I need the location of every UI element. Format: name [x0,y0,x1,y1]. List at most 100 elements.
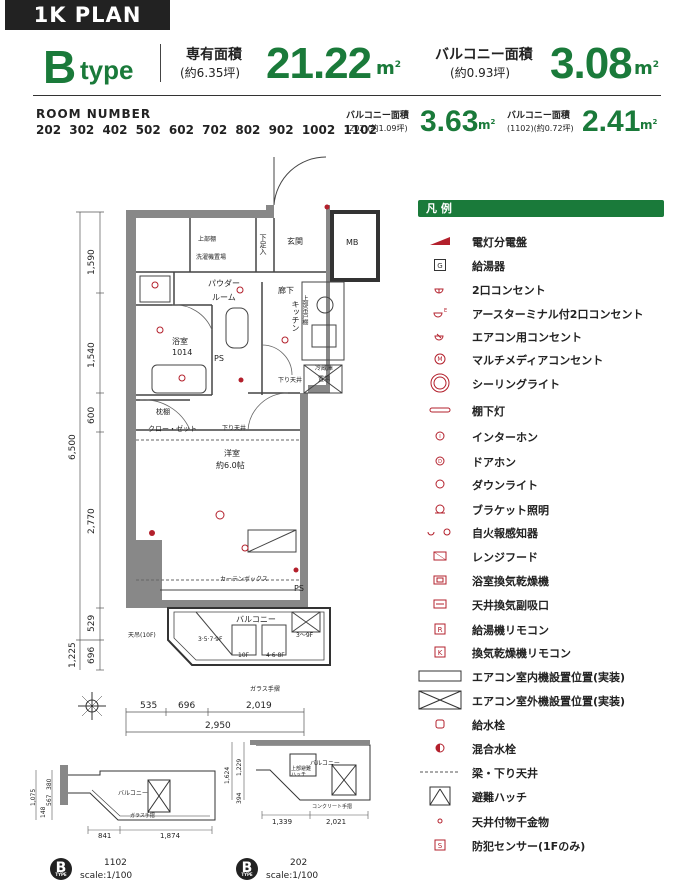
exclusive-area-tsubo: (約6.35坪) [180,66,241,80]
legend-item: エアコン室外機設置位置(実装) [418,690,668,710]
legend-item: ブラケット照明 [418,499,668,519]
svg-text:K: K [438,649,443,657]
label-genkan: 玄関 [287,237,303,246]
label-floors-b: 3～9F [296,632,314,639]
escape-hatch-icon [418,786,462,806]
svg-text:I: I [439,434,440,440]
inset-202-balcony: バルコニー [310,760,340,767]
label-ps: PS [214,354,224,363]
downlight-icon [418,474,462,494]
legend-item-label: エアコン用コンセント [472,331,582,344]
label-washer: 洗濯機置場 [196,254,227,261]
legend-item-label: 電灯分電盤 [472,236,527,249]
balcony-1102-value: 2.41 [582,105,641,138]
legend-item: G 給湯器 [418,255,668,275]
balcony-1102-label: バルコニー面積 [507,111,570,121]
type-word: type [80,55,134,85]
bracket-light-icon [418,499,462,519]
mixer-tap-icon [418,738,462,758]
label-lowered-ceiling: 下り天井 [278,377,303,384]
fire-detector-icon [418,522,462,542]
inset-202-vdim-1624: 1,624 [224,766,231,784]
intercom-icon: I [418,426,462,446]
legend-item-label: 棚下灯 [472,405,505,418]
svg-text:E: E [444,308,447,314]
security-sensor-icon: S [418,835,462,855]
dim-2950: 2,950 [205,721,231,731]
inset-202-vdim-394: 394 [236,792,243,804]
label-balcony: バルコニー [236,615,276,624]
label-lowered-ceiling-2: 下り天井 [222,425,247,432]
dim-1590: 1,590 [87,249,97,275]
legend-item-label: ドアホン [472,456,516,469]
water-heater-remote-icon: R [418,619,462,639]
beam-dashed-icon [418,762,462,782]
double-outlet-icon [418,279,462,299]
header-rule [33,95,661,96]
dim-696-h: 696 [178,701,196,711]
header-divider [160,44,161,82]
legend-item: レンジフード [418,546,668,566]
legend-item: 避難ハッチ [418,786,668,806]
legend-item: 給水栓 [418,714,668,734]
label-western-size: 約6.0帖 [216,461,245,470]
inset-1102-room: 1102 [104,858,127,868]
legend-item-label: 換気乾燥機リモコン [472,647,571,660]
legend-item-label: インターホン [472,431,538,444]
under-shelf-light-icon [418,400,462,420]
legend-item: ダウンライト [418,474,668,494]
svg-text:M: M [437,356,442,363]
inset-202-hatch: 上部避難ハッチ [291,766,312,778]
legend-item-label: 自火報感知器 [472,527,538,540]
dim-535: 535 [140,701,158,711]
label-bath-size: 1014 [172,348,193,357]
label-upper-cabinet: 上部吊戸棚 [301,295,308,325]
dim-1540: 1,540 [87,342,97,368]
label-ps-2: PS [294,584,304,593]
legend-title: 凡 例 [418,200,664,217]
legend-item: K 換気乾燥機リモコン [418,642,668,662]
legend-item: 天井付物干金物 [418,811,668,831]
legend-item: 混合水栓 [418,738,668,758]
label-fridge-2: 置場 [318,376,331,383]
balcony-202-unit: m2 [478,118,496,132]
label-closet: クロー・ゼット [148,425,197,433]
inset-202-dim-1339: 1,339 [272,818,293,826]
inset-202-room: 202 [290,858,308,868]
water-heater-icon: G [418,255,462,275]
dim-2019: 2,019 [246,701,272,711]
legend-item-label: ブラケット照明 [472,504,549,517]
inset-202-glass: コンクリート手摺 [312,804,353,810]
exclusive-area-label: 専有面積 [186,47,242,63]
label-floors-c: 10F [238,652,250,659]
legend-item: 梁・下り天井 [418,762,668,782]
legend-item-label: ダウンライト [472,479,538,492]
dim-1225: 1,225 [68,642,78,668]
legend-item: 電灯分電盤 [418,231,668,251]
legend-item: シーリングライト [418,373,668,393]
legend-item-label: 梁・下り天井 [472,767,538,780]
dim-600: 600 [87,406,97,424]
svg-text:D: D [438,459,442,465]
multimedia-outlet-icon: M [418,349,462,369]
balcony-1102-note: (1102)(約0.72坪) [507,124,574,133]
legend-item-label: 給湯器 [472,260,505,273]
legend-item: I インターホン [418,426,668,446]
ceiling-light-icon [418,373,462,393]
bath-dryer-icon [418,570,462,590]
balcony-1102-unit: m2 [640,118,658,132]
label-shelf: 枕棚 [156,408,170,416]
legend-item: 自火報感知器 [418,522,668,542]
ac-indoor-unit-icon [418,666,462,686]
legend-item-label: 避難ハッチ [472,791,527,804]
balcony-202-value: 3.63 [420,105,479,138]
dryer-remote-icon: K [418,642,462,662]
label-joubu: 上部棚 [198,236,217,243]
inset-1102-vdim-1075: 1,075 [30,788,37,806]
label-floors-d: 4·6·8F [266,652,285,659]
